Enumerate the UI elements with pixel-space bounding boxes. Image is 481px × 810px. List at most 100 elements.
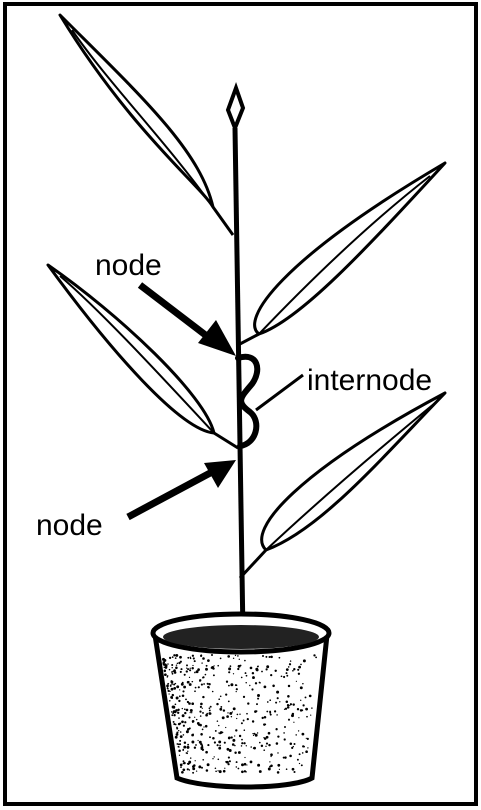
stipple-dot: [183, 685, 187, 689]
stipple-dot: [305, 737, 307, 739]
stipple-dot: [218, 724, 220, 727]
stipple-dot: [299, 686, 303, 690]
stipple-dot: [240, 676, 243, 679]
stipple-dot: [301, 752, 304, 754]
stipple-dot: [235, 761, 238, 764]
stipple-dot: [295, 734, 297, 736]
stipple-dot: [180, 766, 182, 768]
stipple-dot: [186, 752, 188, 755]
stipple-dot: [300, 699, 302, 701]
stipple-dot: [249, 684, 251, 687]
stipple-dot: [249, 666, 253, 670]
stipple-dot: [191, 740, 195, 744]
stipple-dot: [194, 690, 196, 693]
stipple-dot: [202, 711, 204, 714]
stipple-dot: [173, 714, 176, 717]
stipple-dot: [251, 688, 254, 691]
stipple-dot: [232, 738, 236, 742]
node-bottom-arrow: [126, 460, 236, 521]
stipple-dot: [227, 655, 231, 658]
stipple-dot: [300, 764, 303, 767]
stipple-dot: [225, 726, 227, 729]
stipple-dot: [228, 749, 232, 752]
stipple-dot: [298, 762, 301, 765]
stipple-dot: [179, 739, 182, 742]
stipple-dot: [264, 723, 267, 726]
stipple-dot: [236, 717, 238, 720]
stipple-dot: [191, 666, 194, 670]
stipple-dot: [277, 763, 281, 767]
stipple-dot: [220, 705, 223, 708]
stipple-dot: [189, 709, 193, 712]
stipple-dot: [278, 656, 281, 659]
stipple-dot: [302, 659, 306, 663]
flower-pot: [150, 611, 332, 790]
stipple-dot: [203, 726, 205, 728]
stipple-dot: [258, 681, 261, 684]
stipple-dot: [199, 723, 202, 727]
stipple-dot: [212, 667, 215, 670]
stipple-dot: [188, 676, 191, 679]
stipple-dot: [256, 665, 259, 668]
stipple-dot: [285, 768, 288, 771]
stipple-dot: [172, 670, 174, 673]
stipple-dot: [188, 702, 191, 705]
stipple-dot: [178, 754, 181, 756]
stipple-dot: [265, 668, 268, 671]
stipple-dot: [269, 699, 272, 702]
stipple-dot: [169, 690, 171, 693]
stipple-dot: [176, 685, 180, 689]
stipple-dot: [234, 751, 237, 754]
stipple-dot: [252, 732, 254, 735]
stipple-dot: [200, 733, 203, 736]
stipple-dot: [232, 707, 236, 711]
stipple-dot: [279, 701, 281, 703]
stipple-dot: [201, 728, 204, 731]
stipple-dot: [175, 653, 179, 657]
figure-border: [3, 2, 478, 806]
stipple-dot: [270, 753, 273, 757]
stipple-dot: [307, 747, 309, 749]
stipple-dot: [208, 683, 211, 686]
stipple-dot: [236, 713, 239, 716]
stipple-dot: [226, 715, 229, 718]
stipple-dot: [206, 763, 210, 767]
stipple-dot: [289, 704, 291, 707]
stipple-dot: [167, 663, 169, 665]
stipple-dot: [237, 667, 240, 671]
leaf-lower-right: [238, 391, 447, 580]
stipple-dot: [175, 733, 179, 736]
stipple-dot: [187, 681, 190, 683]
stipple-dot: [182, 734, 185, 736]
stipple-dot: [197, 686, 200, 689]
stipple-dot: [171, 693, 175, 697]
stipple-dot: [228, 760, 231, 763]
stipple-dot: [176, 726, 178, 729]
stipple-dot: [189, 667, 191, 669]
stipple-dot: [191, 733, 194, 737]
stipple-dot: [213, 756, 215, 758]
stipple-dot: [207, 685, 210, 689]
stipple-dot: [243, 770, 247, 773]
stipple-dot: [227, 700, 230, 703]
stipple-dot: [296, 758, 299, 761]
stipple-dot: [212, 674, 215, 677]
stipple-dot: [179, 655, 182, 659]
stipple-dot: [213, 741, 216, 744]
stipple-dot: [222, 769, 226, 773]
stipple-dot: [173, 723, 176, 726]
node-bottom-label: node: [36, 509, 103, 542]
stipple-dot: [276, 697, 279, 700]
stipple-dot: [189, 711, 191, 714]
stipple-dot: [207, 659, 210, 662]
stipple-dot: [219, 744, 221, 747]
stipple-dot: [263, 715, 267, 719]
stipple-dot: [166, 687, 169, 690]
stipple-dot: [186, 768, 189, 771]
stipple-dot: [171, 714, 174, 717]
stipple-dot: [173, 687, 177, 690]
stipple-dot: [187, 728, 190, 731]
stipple-dot: [287, 666, 290, 668]
stipple-dot: [183, 673, 186, 676]
